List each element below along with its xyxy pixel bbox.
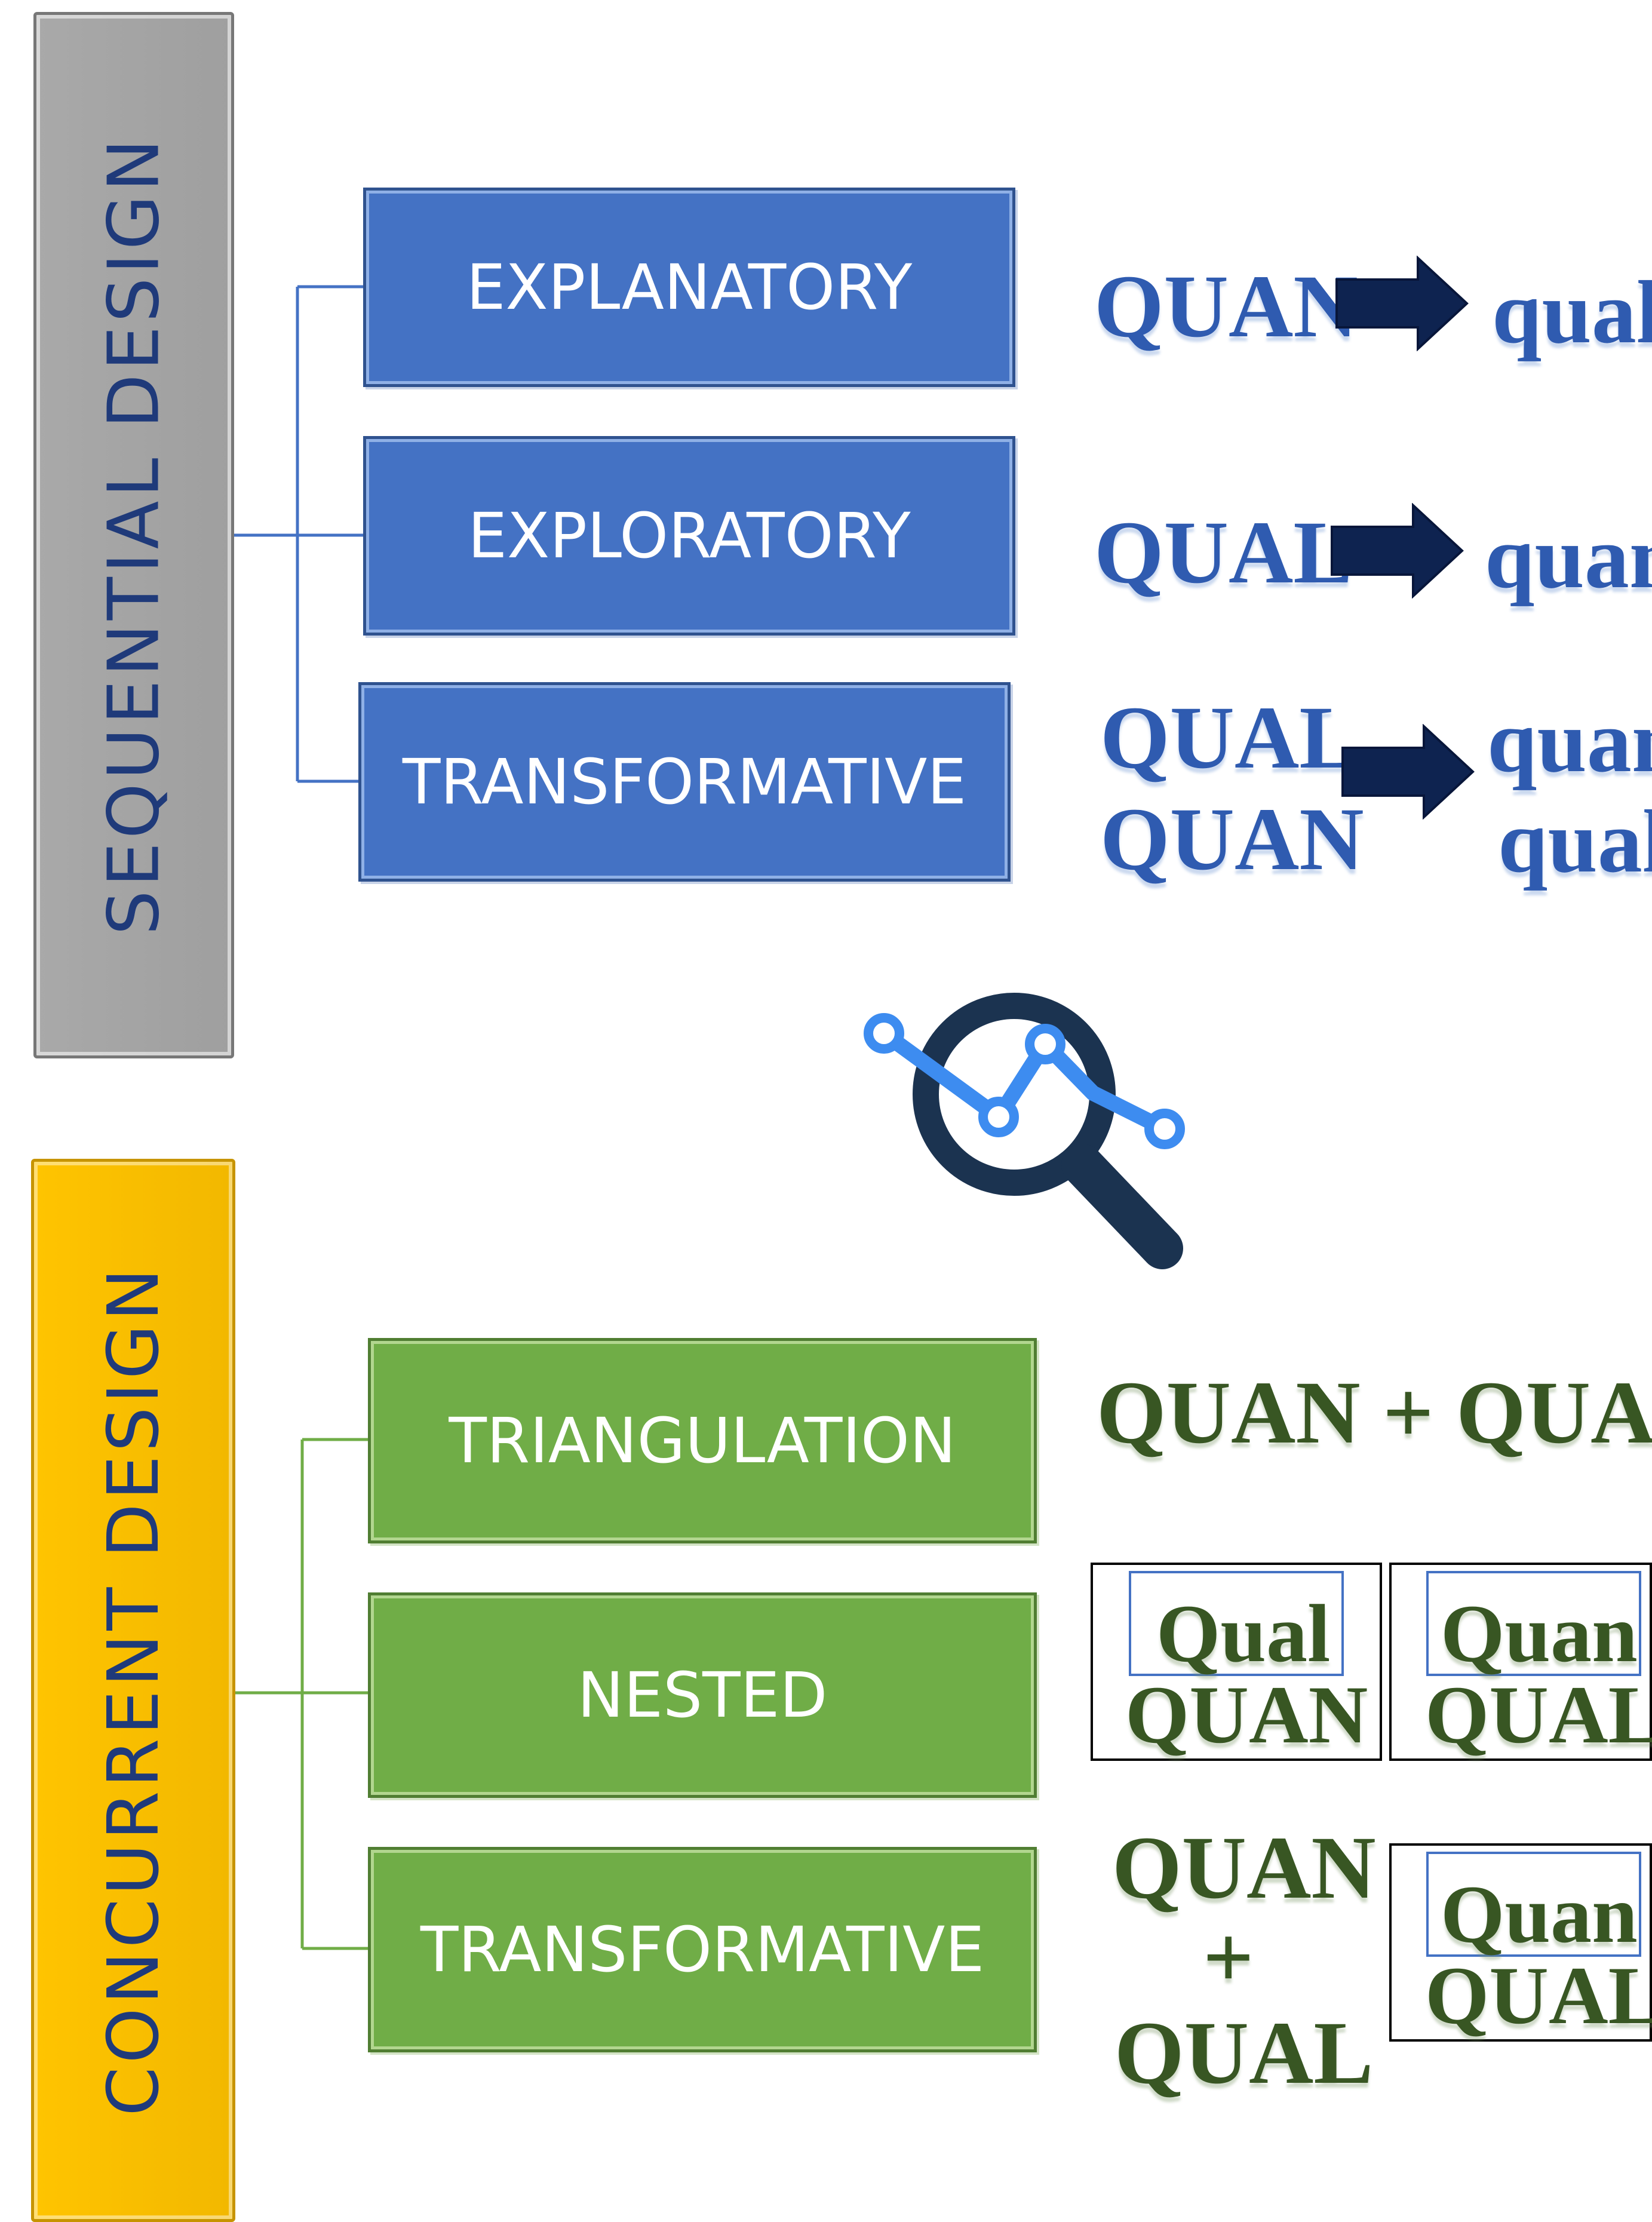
con-transformative-frame: Quan QUAL (1389, 1843, 1652, 2042)
nested-outer-qual: QUAL (1425, 1669, 1652, 1760)
sequential-design-pill: SEQUENTIAL DESIGN (33, 12, 234, 1058)
explanatory-from: QUAN (1094, 257, 1358, 356)
exploratory-to: quan (1485, 508, 1652, 607)
triangulation-notation: QUAN + QUAL (1097, 1363, 1652, 1462)
seq-transformative-from-top: QUAL (1100, 688, 1359, 787)
concurrent-connectors (235, 1438, 368, 1950)
con-transformative-top: QUAN (1112, 1818, 1376, 1917)
triangulation-box: TRIANGULATION (368, 1338, 1037, 1543)
concurrent-transformative-box: TRANSFORMATIVE (368, 1847, 1037, 2052)
concurrent-design-label: CONCURRENT DESIGN (92, 1265, 174, 2116)
nested-quan-in-qual-frame: Quan QUAL (1389, 1563, 1652, 1761)
sequential-connectors (234, 285, 363, 783)
exploratory-box: EXPLORATORY (363, 436, 1015, 636)
nested-outer-quan: QUAN (1125, 1669, 1368, 1760)
nested-inner-qual: Qual (1156, 1588, 1331, 1679)
seq-transformative-to-bottom: qual (1498, 792, 1652, 891)
nested-inner-quan: Quan (1441, 1588, 1638, 1679)
seq-transformative-to-top: quan (1487, 692, 1652, 791)
exploratory-arrow-icon (1331, 503, 1464, 599)
con-transformative-outer-qual: QUAL (1425, 1950, 1652, 2041)
nested-inner-frame (1129, 1571, 1344, 1676)
exploratory-from: QUAL (1094, 503, 1353, 602)
explanatory-arrow-icon (1335, 256, 1469, 351)
con-transformative-bottom: QUAL (1114, 2003, 1374, 2103)
nested-box: NESTED (368, 1592, 1037, 1798)
nested-inner-frame-2 (1426, 1571, 1641, 1676)
explanatory-box: EXPLANATORY (363, 188, 1015, 387)
sequential-transformative-box: TRANSFORMATIVE (358, 682, 1011, 882)
con-transformative-inner-quan: Quan (1441, 1868, 1638, 1960)
sequential-design-label: SEQUENTIAL DESIGN (93, 135, 175, 935)
con-transformative-inner-frame (1426, 1852, 1641, 1957)
seq-transformative-from-bottom: QUAN (1100, 790, 1364, 889)
con-transformative-plus: + (1203, 1908, 1254, 2007)
concurrent-design-pill: CONCURRENT DESIGN (31, 1159, 235, 2222)
seq-transformative-arrow-icon (1341, 724, 1475, 820)
nested-qual-in-quan-frame: Qual QUAN (1091, 1563, 1382, 1761)
explanatory-to: qual (1492, 263, 1652, 362)
magnifier-chart-icon (864, 993, 1185, 1269)
